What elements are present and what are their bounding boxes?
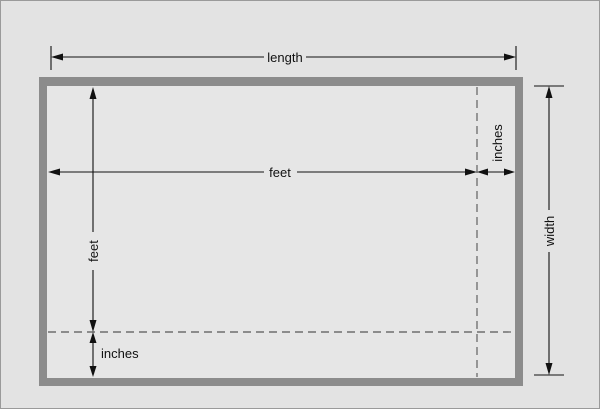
length-left-arrow [51,53,63,61]
width-bottom-arrow [545,363,553,375]
feet-vertical-label: feet [86,240,101,262]
feet-v-top-arrow [89,87,97,99]
feet-h-left-arrow [48,168,60,176]
inches-vertical-strip-label: inches [490,124,505,162]
feet-horizontal-label: feet [269,165,291,180]
width-dimension: width [534,85,564,376]
length-dimension: length [50,46,517,70]
inches-horizontal-dimension: inches [477,124,515,176]
feet-vertical-dimension: feet [86,87,101,332]
inches-vertical-dimension: inches [89,332,139,377]
inches-h-left-arrow [477,168,488,176]
length-right-arrow [504,53,516,61]
length-label: length [267,50,302,65]
inches-h-right-arrow [504,168,515,176]
width-top-arrow [545,86,553,98]
feet-horizontal-dimension: feet [48,165,477,180]
width-label: width [542,216,557,247]
feet-v-bottom-arrow [89,320,97,332]
inches-v-bottom-arrow [89,366,97,377]
room-floor [47,86,515,378]
feet-h-right-arrow [465,168,477,176]
inches-v-top-arrow [89,332,97,343]
inches-horizontal-strip-label: inches [101,346,139,361]
